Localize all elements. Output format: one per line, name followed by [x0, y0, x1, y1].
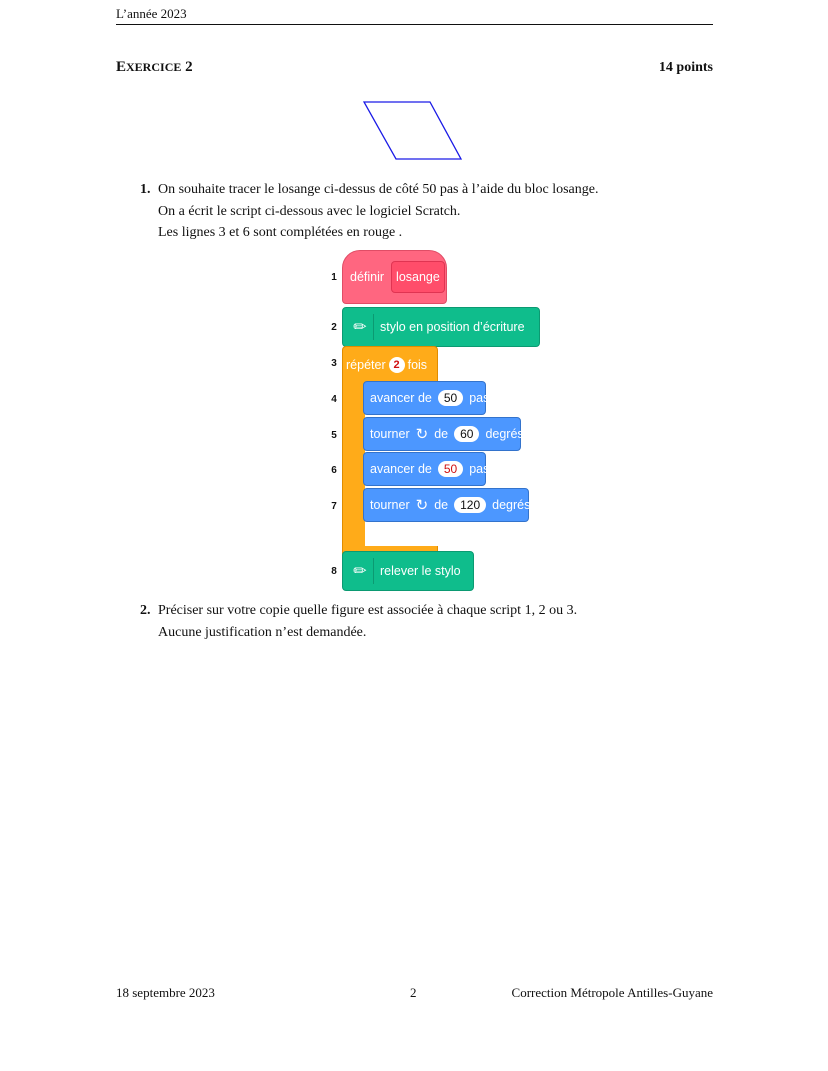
footer-source: Correction Métropole Antilles-Guyane — [511, 985, 713, 1000]
pen-up-block: ✏ relever le stylo — [342, 551, 474, 591]
repeat-arm — [342, 381, 365, 547]
repeat-times-label: fois — [407, 357, 428, 372]
page-header: L’année 2023 — [116, 6, 713, 25]
move-block: avancer de 50 pas — [363, 452, 489, 486]
rotate-right-icon: ↻ — [415, 497, 429, 514]
line-number: 6 — [331, 465, 337, 476]
question-text: Les lignes 3 et 6 sont complétées en rou… — [158, 225, 403, 240]
pen-up-label: relever le stylo — [380, 564, 461, 578]
exercise-points: 14 points — [658, 60, 713, 75]
define-block: définir losange — [342, 250, 447, 304]
pen-icon: ✏ — [347, 314, 374, 340]
pen-down-label: stylo en position d’écriture — [380, 320, 525, 334]
repeat-block: répéter 2 fois — [342, 346, 438, 382]
move-value: 50 — [437, 390, 464, 406]
pen-icon: ✏ — [347, 558, 374, 584]
line-number: 4 — [331, 394, 337, 405]
turn-value: 120 — [454, 497, 487, 513]
line-number: 8 — [331, 566, 337, 577]
line-number: 7 — [331, 501, 337, 512]
turn-block: tourner ↻ de 60 degrés — [363, 417, 524, 451]
move-value: 50 — [437, 461, 464, 477]
question-text: On souhaite tracer le losange ci-dessus … — [158, 182, 599, 197]
question-number: 2. — [140, 603, 151, 618]
rotate-right-icon: ↻ — [415, 426, 429, 443]
question-text: Aucune justification n’est demandée. — [158, 624, 367, 640]
page-number: 2 — [410, 985, 417, 1000]
question-2: 2. Préciser sur votre copie quelle figure… — [140, 600, 577, 643]
question-text: On a écrit le script ci-dessous avec le … — [158, 203, 461, 219]
move-block: avancer de 50 pas — [363, 381, 489, 415]
line-number: 2 — [331, 322, 337, 333]
footer-date: 18 septembre 2023 — [116, 985, 215, 1000]
question-1: 1. On souhaite tracer le losange ci-dessu… — [140, 179, 598, 244]
scratch-script: 1 définir losange 2 ✏ stylo en position … — [326, 250, 556, 595]
turn-block: tourner ↻ de 120 degrés — [363, 488, 530, 522]
repeat-label: répéter — [346, 357, 386, 372]
rhombus-figure — [363, 101, 463, 160]
line-number: 3 — [331, 358, 337, 369]
pen-down-block: ✏ stylo en position d’écriture — [342, 307, 540, 347]
question-number: 1. — [140, 182, 151, 197]
define-proto: losange — [391, 261, 445, 293]
line-number: 1 — [331, 272, 337, 283]
repeat-value: 2 — [388, 356, 405, 373]
turn-value: 60 — [454, 426, 480, 442]
line-number: 5 — [331, 430, 337, 441]
define-label: définir — [350, 270, 385, 284]
exercise-title: Exercice 2 — [116, 59, 193, 75]
question-text: Préciser sur votre copie quelle figure e… — [158, 603, 578, 618]
